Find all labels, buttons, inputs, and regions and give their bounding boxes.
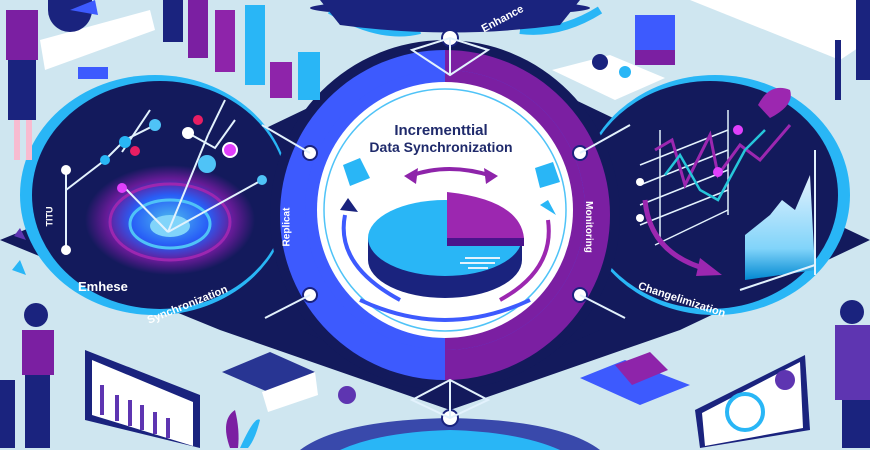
document-card bbox=[552, 54, 665, 100]
sync-badge-icons bbox=[343, 158, 560, 188]
bottom-node-blob bbox=[300, 418, 600, 450]
left-circle bbox=[20, 75, 290, 315]
area-chart bbox=[745, 175, 815, 280]
plant-bottom bbox=[226, 410, 260, 448]
title-line-1: Incrementtial bbox=[394, 122, 488, 139]
title-line-2: Data Synchronization bbox=[369, 139, 513, 155]
pie-slice-small bbox=[447, 192, 524, 238]
desk-top-right bbox=[690, 0, 870, 100]
coin-icon bbox=[338, 386, 356, 404]
line-series-purple bbox=[654, 124, 792, 190]
person-top-left bbox=[6, 10, 38, 160]
network-nodes bbox=[61, 115, 267, 255]
pie-chart bbox=[368, 192, 524, 298]
line-series-cyan bbox=[664, 129, 766, 202]
book-stack-top-right bbox=[635, 15, 675, 65]
bar-chart-3d bbox=[163, 0, 320, 100]
book-bottom-left bbox=[222, 352, 318, 412]
location-tag-icon bbox=[758, 87, 791, 118]
presentation-board bbox=[40, 0, 155, 79]
label-left-main: Emhese bbox=[78, 279, 128, 294]
label-ring-right: Monitoring bbox=[582, 201, 594, 253]
sync-arrows bbox=[340, 167, 556, 322]
monitor-bottom-left bbox=[85, 350, 200, 448]
label-far-left: TITU bbox=[44, 206, 55, 227]
far-left-markers bbox=[12, 228, 26, 275]
connector-lines bbox=[261, 36, 631, 420]
person-bottom-right bbox=[835, 300, 870, 448]
top-node-blob bbox=[310, 0, 603, 37]
person-bottom-left bbox=[0, 303, 54, 448]
label-ring-left: Replicat bbox=[281, 207, 293, 247]
right-circle bbox=[580, 75, 850, 315]
book-stack-bottom-right bbox=[580, 352, 690, 405]
curved-arrow bbox=[642, 199, 711, 273]
monitor-bottom-right bbox=[695, 355, 810, 448]
